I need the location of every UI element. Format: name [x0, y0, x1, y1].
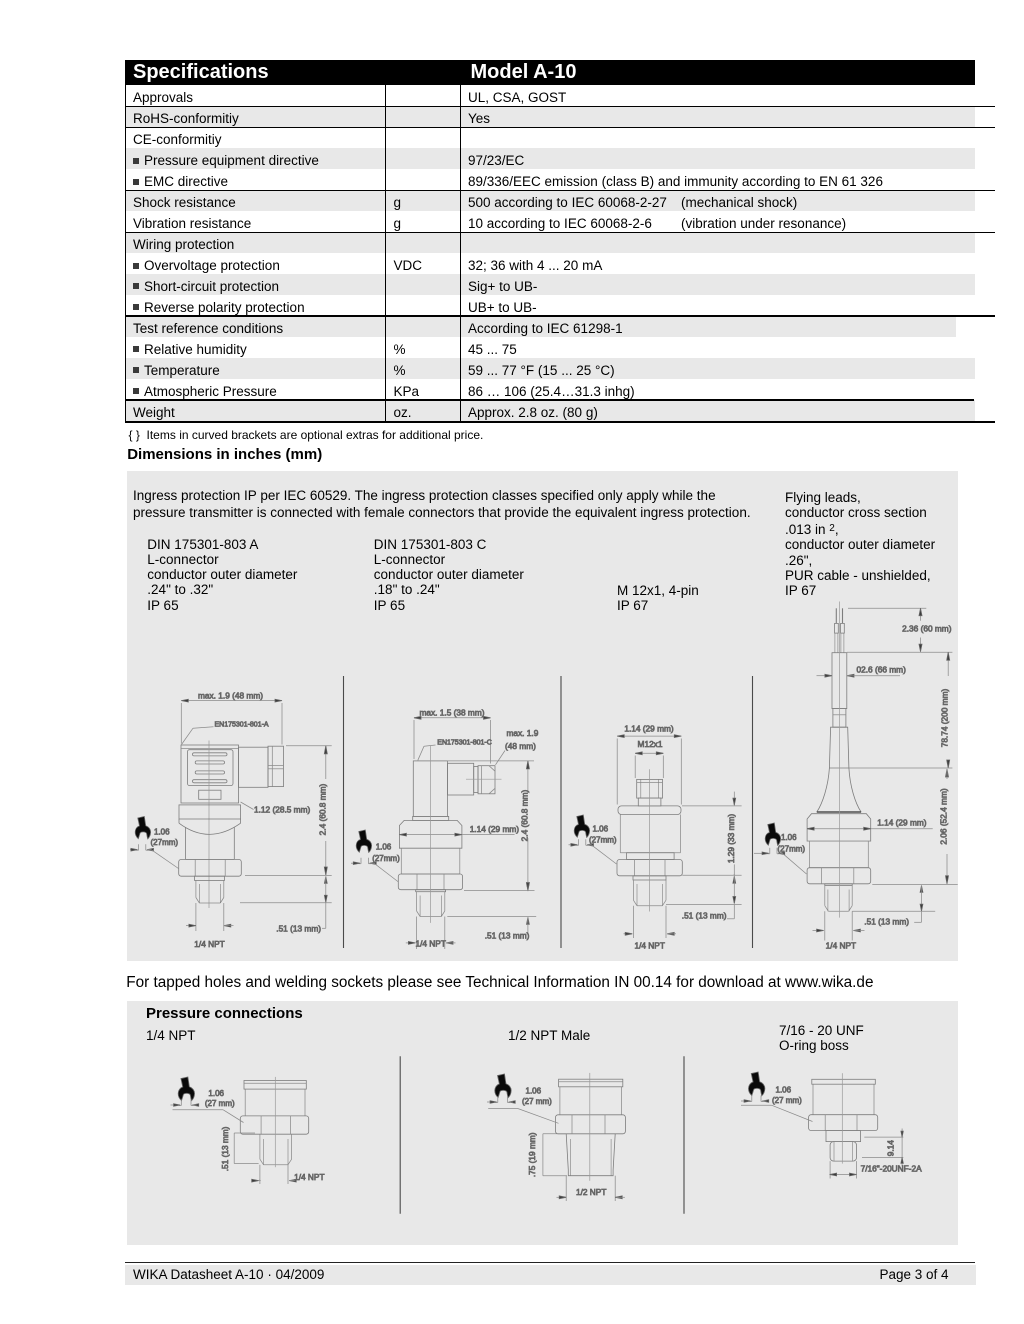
svg-text:1.06: 1.06	[593, 825, 609, 834]
svg-text:1.06: 1.06	[776, 1085, 792, 1094]
svg-text:M12x1: M12x1	[638, 739, 663, 749]
svg-text:1.29 (33 mm): 1.29 (33 mm)	[726, 814, 736, 864]
svg-text:2.4 (60.8 mm): 2.4 (60.8 mm)	[519, 789, 529, 841]
svg-text:02.6 (66 mm): 02.6 (66 mm)	[857, 664, 907, 674]
svg-text:1/4 NPT: 1/4 NPT	[415, 938, 445, 948]
svg-text:(27mm): (27mm)	[589, 836, 617, 845]
svg-text:.51 (13 mm): .51 (13 mm)	[485, 931, 530, 941]
svg-text:2.4 (60.8 mm): 2.4 (60.8 mm)	[317, 783, 327, 835]
svg-text:9.14: 9.14	[886, 1140, 896, 1157]
svg-text:(27mm): (27mm)	[778, 844, 806, 853]
svg-text:78.74 (200 mm): 78.74 (200 mm)	[940, 688, 950, 747]
svg-text:1/4 NPT: 1/4 NPT	[194, 939, 224, 949]
svg-text:max. 1.9: max. 1.9	[507, 728, 539, 738]
svg-text:max. 1.5 (38 mm): max. 1.5 (38 mm)	[419, 708, 484, 718]
svg-text:2.36 (60 mm): 2.36 (60 mm)	[902, 624, 952, 634]
svg-text:EN175301-801-A: EN175301-801-A	[215, 721, 269, 728]
svg-text:(27 mm): (27 mm)	[522, 1097, 552, 1106]
svg-text:1/4 NPT: 1/4 NPT	[294, 1172, 324, 1182]
svg-text:1/2 NPT: 1/2 NPT	[576, 1187, 606, 1197]
svg-text:1.14 (29 mm): 1.14 (29 mm)	[877, 818, 927, 828]
svg-text:1.12 (28.5 mm): 1.12 (28.5 mm)	[254, 805, 310, 815]
svg-text:max. 1.9 (48 mm): max. 1.9 (48 mm)	[198, 690, 263, 700]
svg-text:1.06: 1.06	[526, 1087, 542, 1096]
svg-text:(27 mm): (27 mm)	[205, 1099, 235, 1108]
svg-text:2.06 (52.4 mm): 2.06 (52.4 mm)	[939, 788, 949, 844]
svg-text:1.06: 1.06	[781, 833, 797, 842]
svg-text:1.06: 1.06	[376, 843, 392, 852]
svg-text:1.06: 1.06	[154, 828, 170, 837]
svg-text:.75 (19 mm): .75 (19 mm)	[527, 1132, 537, 1177]
svg-text:.51 (13 mm): .51 (13 mm)	[276, 924, 321, 934]
svg-text:1.14 (29 mm): 1.14 (29 mm)	[624, 723, 674, 733]
svg-text:7/16"-20UNF-2A: 7/16"-20UNF-2A	[861, 1163, 923, 1173]
svg-text:1.06: 1.06	[208, 1089, 224, 1098]
svg-text:(27 mm): (27 mm)	[772, 1096, 802, 1105]
svg-text:EN175301-801-C: EN175301-801-C	[437, 739, 491, 746]
svg-text:1.14 (29 mm): 1.14 (29 mm)	[470, 824, 520, 834]
svg-text:.51 (13 mm): .51 (13 mm)	[864, 916, 909, 926]
svg-text:.51 (13 mm): .51 (13 mm)	[682, 910, 727, 920]
svg-text:(27mm): (27mm)	[372, 854, 400, 863]
svg-text:(27mm): (27mm)	[151, 838, 179, 847]
svg-text:1/4 NPT: 1/4 NPT	[826, 940, 856, 950]
svg-text:(48 mm): (48 mm)	[505, 741, 536, 751]
svg-text:1/4 NPT: 1/4 NPT	[634, 941, 664, 951]
svg-text:.51 (13 mm): .51 (13 mm)	[220, 1126, 230, 1171]
